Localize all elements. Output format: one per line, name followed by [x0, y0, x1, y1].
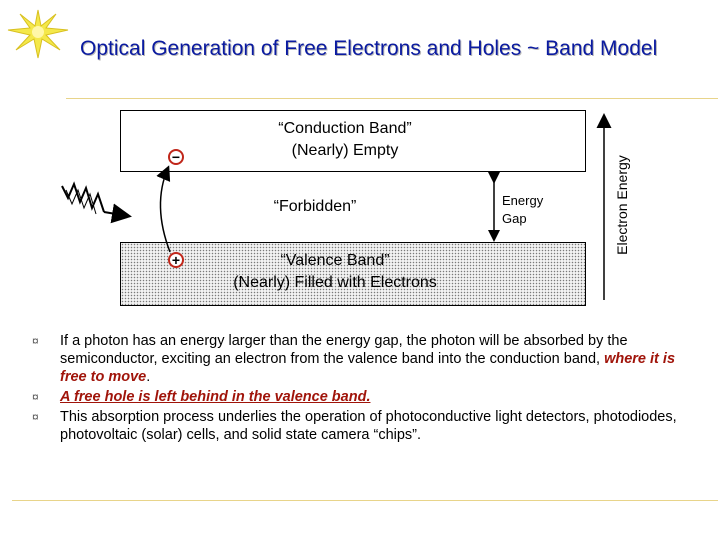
title-divider — [66, 98, 718, 99]
valence-band — [120, 242, 586, 306]
svg-text:+: + — [172, 252, 180, 268]
conduction-band — [120, 110, 586, 172]
bullet-item: ¤ This absorption process underlies the … — [30, 408, 700, 444]
bullet-list: ¤ If a photon has an energy larger than … — [30, 332, 700, 446]
footer-divider — [12, 500, 718, 501]
excitation-arrow — [156, 165, 171, 253]
electron-icon: − — [168, 149, 184, 165]
conduction-band-label: “Conduction Band” (Nearly) Empty — [230, 118, 460, 162]
photon-icon — [61, 181, 132, 224]
bullet-1-highlight: where it is free to move — [60, 351, 676, 385]
bullet-3-text: This absorption process underlies the op… — [60, 409, 677, 443]
slide-title: Optical Generation of Free Electrons and… — [80, 37, 658, 60]
conduction-band-label-line2: (Nearly) Empty — [291, 142, 399, 159]
bullet-item: ¤ If a photon has an energy larger than … — [30, 332, 700, 386]
valence-band-label-line1: “Valence Band” — [280, 252, 390, 269]
energy-gap-label-line2: Gap — [502, 211, 527, 226]
bullet-icon: ¤ — [32, 334, 39, 348]
hole-icon: + — [168, 252, 184, 268]
bullet-1-end: . — [146, 369, 151, 385]
bullet-1-text: If a photon has an energy larger than th… — [60, 333, 628, 367]
energy-gap-label: Energy Gap — [502, 192, 562, 228]
energy-axis-label: Electron Energy — [614, 155, 630, 255]
valence-band-label-line2: (Nearly) Filled with Electrons — [233, 274, 437, 291]
bullet-2-highlight: A free hole is left behind in the valenc… — [60, 389, 371, 405]
sun-icon — [7, 9, 69, 59]
bullet-item: ¤ A free hole is left behind in the vale… — [30, 388, 700, 406]
svg-text:−: − — [172, 149, 180, 165]
bullet-icon: ¤ — [32, 410, 39, 424]
bullet-icon: ¤ — [32, 390, 39, 404]
conduction-band-label-line1: “Conduction Band” — [278, 120, 412, 137]
forbidden-label: “Forbidden” — [273, 198, 357, 215]
valence-band-label: “Valence Band” (Nearly) Filled with Elec… — [190, 250, 480, 294]
energy-gap-label-line1: Energy — [502, 193, 544, 208]
